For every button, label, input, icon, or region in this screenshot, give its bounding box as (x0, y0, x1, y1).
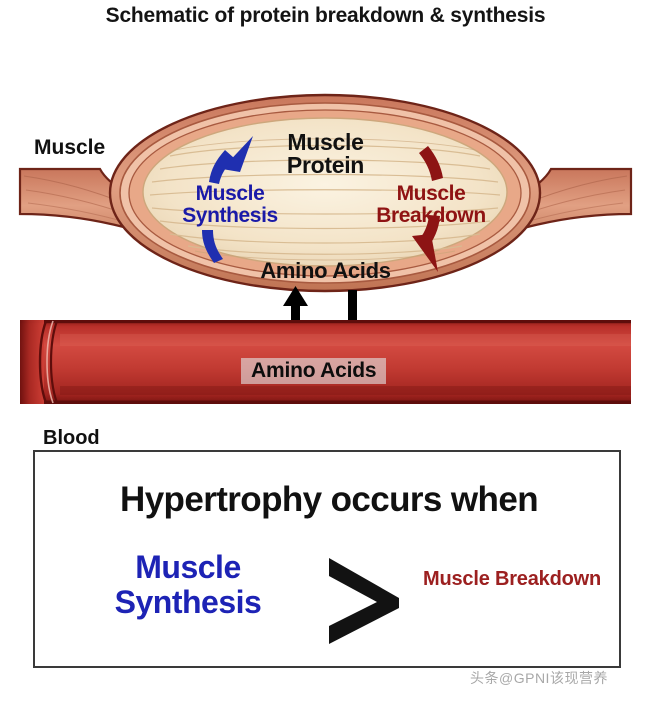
schematic-svg (18, 93, 633, 404)
conclusion-right-term: Muscle Breakdown (423, 568, 601, 590)
blood-vessel (20, 320, 631, 404)
amino-acids-muscle-label: Amino Acids (260, 258, 391, 283)
page-title: Schematic of protein breakdown & synthes… (105, 4, 546, 27)
conclusion-comparison: Muscle Synthesis Muscle Breakdown (35, 548, 623, 658)
breakdown-arrow (412, 146, 443, 272)
muscle-label: Muscle (34, 136, 106, 159)
conclusion-heading: Hypertrophy occurs when (120, 480, 539, 519)
muscle-protein-label: Muscle Protein (286, 129, 365, 178)
muscle-breakdown-label: Muscle Breakdown (376, 182, 486, 227)
amino-acids-blood-label: Amino Acids (241, 358, 387, 385)
conclusion-left-term: Muscle Synthesis (114, 549, 262, 620)
hypertrophy-conclusion-box: Hypertrophy occurs when Muscle Synthesis… (33, 450, 621, 668)
greater-than-icon (321, 552, 411, 648)
synthesis-arrow (202, 136, 253, 263)
blood-label: Blood (43, 427, 100, 449)
muscle-synthesis-label: Muscle Synthesis (182, 182, 278, 227)
watermark-text: 头条@GPNI该现营养 (470, 670, 608, 686)
schematic-illustration: Muscle Muscle Protein Muscle Synthesis M… (0, 38, 651, 448)
